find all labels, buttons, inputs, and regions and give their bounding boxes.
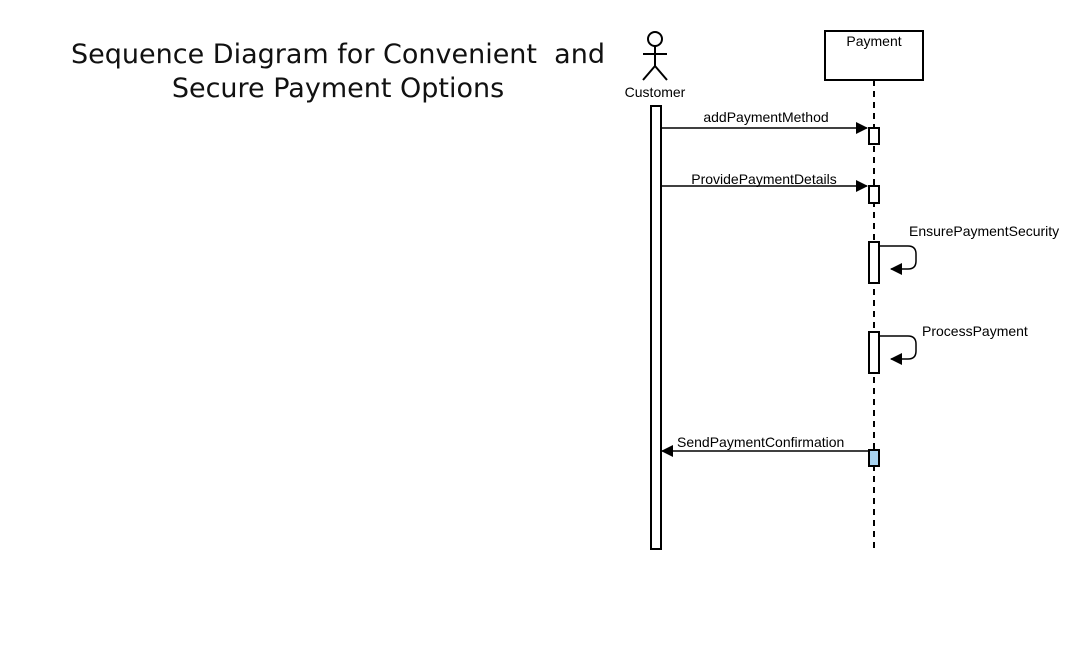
customer-actor-icon [642,31,668,81]
message-label-provide-payment-details: ProvidePaymentDetails [691,171,837,187]
message-arrow-process-payment [879,335,917,365]
payment-activation-3 [868,241,880,284]
customer-label: Customer [625,84,686,100]
payment-activation-4 [868,331,880,374]
payment-activation-2 [868,185,880,204]
message-label-ensure-payment-security: EnsurePaymentSecurity [909,223,1059,239]
message-label-send-payment-confirmation: SendPaymentConfirmation [677,434,844,450]
diagram-title: Sequence Diagram for Convenient and Secu… [60,38,616,106]
message-arrow-ensure-payment-security [879,245,917,275]
title-line-2: Secure Payment Options [171,73,505,104]
title-line-1: Sequence Diagram for Convenient and [71,39,605,70]
payment-activation-1 [868,127,880,145]
customer-activation-bar [650,105,662,550]
message-label-process-payment: ProcessPayment [922,323,1028,339]
message-label-add-payment-method: addPaymentMethod [703,109,828,125]
payment-label: Payment [846,33,901,49]
payment-activation-5 [868,449,880,467]
